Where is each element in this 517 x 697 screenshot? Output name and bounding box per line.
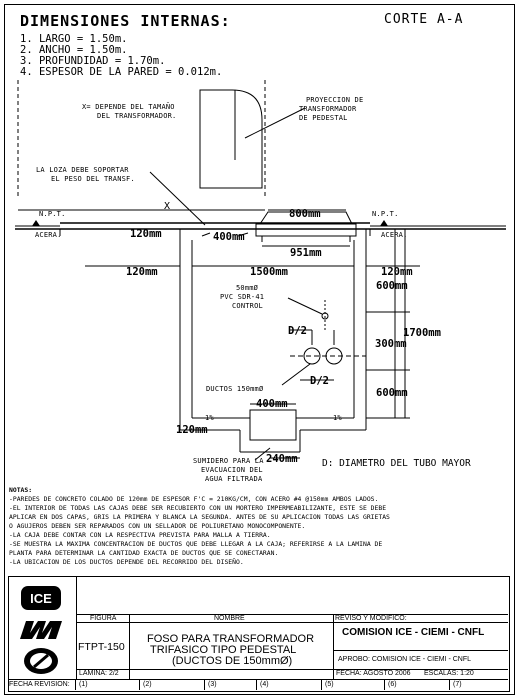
- transformer-projection: [199, 89, 263, 189]
- sumidero-line2: EVACUACION DEL: [201, 466, 263, 474]
- note-x-line2: DEL TRANSFORMADOR.: [97, 112, 177, 120]
- note-line-1: -PAREDES DE CONCRETO COLADO DE 120mm DE …: [9, 495, 379, 503]
- dim-1700: 1700mm: [403, 327, 441, 339]
- ductos-label: DUCTOS 150mmØ: [206, 385, 264, 393]
- ice-logo: ICE: [20, 585, 62, 611]
- dim-400-sump: 400mm: [256, 398, 288, 410]
- revision-cell-6: (6): [388, 681, 397, 688]
- ice-logo-text: ICE: [30, 591, 52, 606]
- note-line-7: PLANTA PARA DETERMINAR LA CANTIDAD EXACT…: [9, 549, 279, 557]
- cnfl-logo: [18, 617, 64, 643]
- note-line-5: -LA CAJA DEBE CONTAR CON LA RESPECTIVA P…: [9, 531, 271, 539]
- dim-600-top: 600mm: [376, 280, 408, 292]
- npt-right: N.P.T.: [372, 210, 399, 218]
- note-x-line1: X= DEPENDE DEL TAMAÑO: [82, 103, 175, 111]
- fecha-revision-label: FECHA REVISION:: [9, 681, 70, 688]
- dim-1500: 1500mm: [250, 266, 288, 278]
- nombre-line-1: FOSO PARA TRANSFORMADOR: [147, 633, 315, 645]
- dim-600-bottom: 600mm: [376, 387, 408, 399]
- dim-120-left: 120mm: [126, 266, 158, 278]
- nombre-label: NOMBRE: [214, 615, 245, 622]
- title-block: [8, 576, 510, 692]
- note-line-3: APLICAR EN DOS CAPAS, GRIS LA PRIMERA Y …: [9, 513, 390, 521]
- notes-heading: NOTAS:: [9, 486, 33, 494]
- dim-120-floor: 120mm: [176, 424, 208, 436]
- d-half-bottom: D/2: [310, 375, 329, 387]
- slab-note-line2: EL PESO DEL TRANSF.: [51, 175, 135, 183]
- aprobo-text: APROBO: COMISION ICE - CIEMI - CNFL: [338, 656, 472, 663]
- npt-left: N.P.T.: [39, 210, 66, 218]
- note-line-6: -SE MUESTRA LA MAXIMA CONCENTRACION DE D…: [9, 540, 383, 548]
- dimension-item-4: 4. ESPESOR DE LA PARED = 0.012m.: [20, 66, 223, 78]
- dim-240: 240mm: [266, 453, 298, 465]
- section-label: CORTE A-A: [384, 12, 464, 27]
- revision-cell-2: (2): [143, 681, 152, 688]
- dim-400-slab: 400mm: [213, 231, 245, 243]
- figura-value: FTPT-150: [78, 641, 125, 653]
- revision-cell-1: (1): [79, 681, 88, 688]
- revision-cell-7: (7): [453, 681, 462, 688]
- projection-line3: DE PEDESTAL: [299, 114, 348, 122]
- pvc-line2: PVC SDR-41: [220, 293, 265, 301]
- projection-line1: PROYECCION DE: [306, 96, 364, 104]
- dim-120-slab: 120mm: [130, 228, 162, 240]
- note-line-8: -LA UBICACION DE LOS DUCTOS DEPENDE DEL …: [9, 558, 244, 566]
- diameter-legend: D: DIAMETRO DEL TUBO MAYOR: [322, 458, 471, 469]
- revision-cell-4: (4): [260, 681, 269, 688]
- slab-note-line1: LA LOZA DEBE SOPORTAR: [36, 166, 129, 174]
- figura-label: FIGURA: [90, 615, 117, 622]
- logo-column: [8, 576, 77, 679]
- dim-800: 800mm: [289, 208, 321, 220]
- pvc-line1: 50mmØ: [236, 284, 259, 292]
- d-half-top: D/2: [288, 325, 307, 337]
- revision-label: REVISO Y MODIFICO:: [335, 615, 407, 622]
- fecha-text: FECHA: AGOSTO 2006: [336, 670, 411, 677]
- note-line-4: O AGUJEROS DEBEN SER REPARADOS CON UN SE…: [9, 522, 306, 530]
- nombre-line-2: TRIFASICO TIPO PEDESTAL: [150, 644, 297, 656]
- dimensions-title: DIMENSIONES INTERNAS:: [20, 12, 231, 30]
- pvc-line3: CONTROL: [232, 302, 263, 310]
- nombre-line-3: (DUCTOS DE 150mmØ): [172, 655, 293, 667]
- dimension-item-1: 1. LARGO = 1.50m.: [20, 33, 128, 45]
- sumidero-line1: SUMIDERO PARA LA: [193, 457, 264, 465]
- drawing-frame: [4, 4, 515, 695]
- ciemi-logo: [22, 647, 60, 675]
- acera-left: ACERA.: [35, 231, 62, 239]
- acera-right: ACERA.: [381, 231, 408, 239]
- dimension-item-3: 3. PROFUNDIDAD = 1.70m.: [20, 55, 166, 67]
- lamina-text: LAMINA: 2/2: [79, 670, 119, 677]
- note-line-2: -EL INTERIOR DE TODAS LAS CAJAS DEBE SER…: [9, 504, 387, 512]
- dim-300: 300mm: [375, 338, 407, 350]
- x-dimension: X: [164, 201, 171, 212]
- projection-line2: TRANSFORMADOR: [299, 105, 357, 113]
- slope-right: 1%: [333, 414, 342, 422]
- revision-cell-5: (5): [325, 681, 334, 688]
- sumidero-line3: AGUA FILTRADA: [205, 475, 263, 483]
- revision-cell-3: (3): [208, 681, 217, 688]
- slope-left: 1%: [205, 414, 214, 422]
- escalas-text: ESCALAS: 1:20: [424, 670, 474, 677]
- dim-951: 951mm: [290, 247, 322, 259]
- dim-120-right: 120mm: [381, 266, 413, 278]
- revision-value: COMISION ICE - CIEMI - CNFL: [342, 627, 485, 638]
- dimension-item-2: 2. ANCHO = 1.50m.: [20, 44, 128, 56]
